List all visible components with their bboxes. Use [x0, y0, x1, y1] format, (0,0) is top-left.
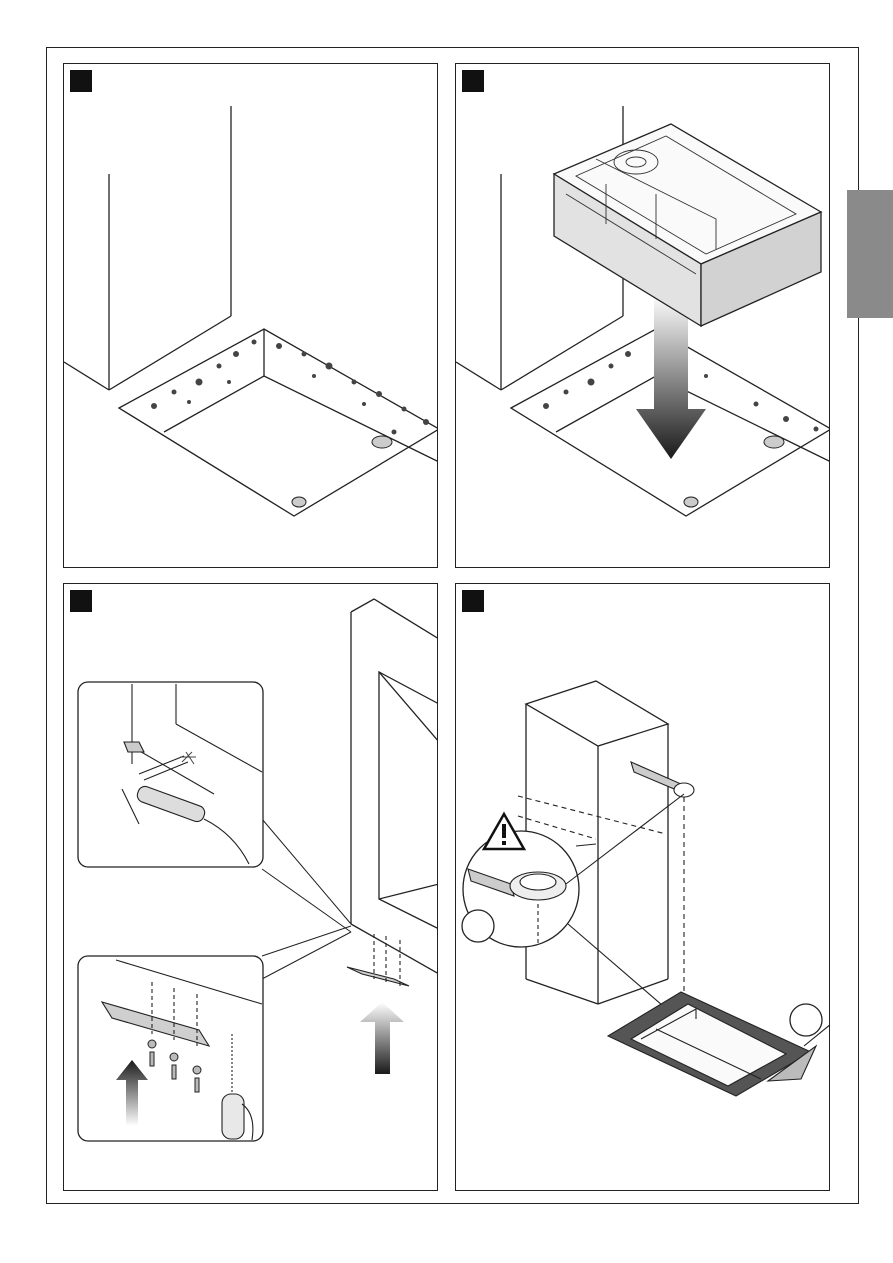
illustration-pillar-alignment — [456, 584, 830, 1191]
figure-panel-2 — [455, 63, 830, 568]
callout-marker-a — [462, 910, 494, 942]
illustration-box-into-pit — [456, 64, 830, 568]
illustration-empty-pit — [64, 64, 438, 568]
section-tab — [847, 190, 893, 318]
figure-panel-3 — [63, 583, 438, 1191]
figure-panel-4 — [455, 583, 830, 1191]
figure-panel-1 — [63, 63, 438, 568]
callout-marker-b — [790, 1004, 822, 1036]
illustration-bracket-mounting — [64, 584, 438, 1191]
